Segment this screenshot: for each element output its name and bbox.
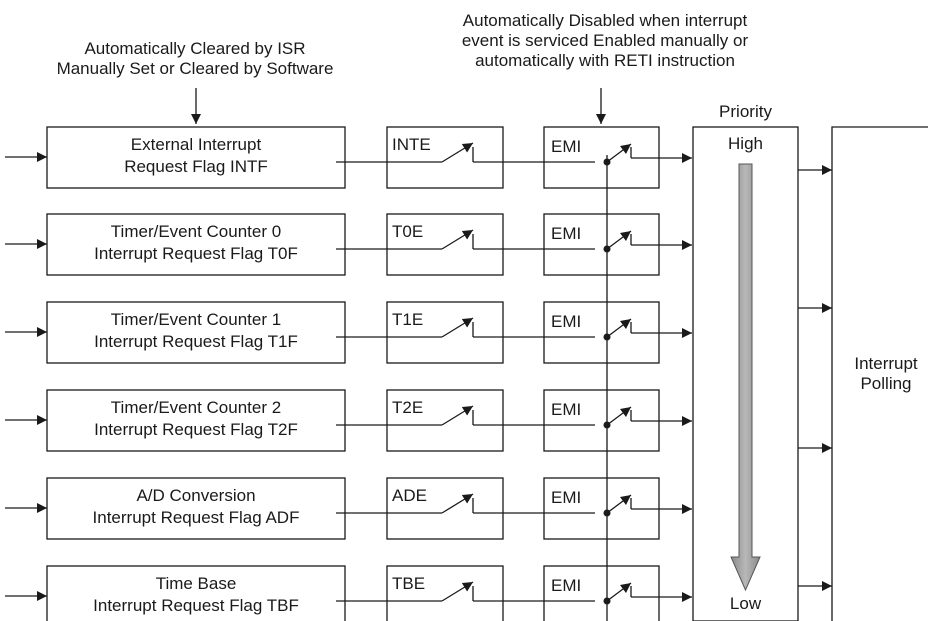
- enable-bit-label: T0E: [392, 222, 424, 241]
- flag-note-line: Manually Set or Cleared by Software: [56, 59, 334, 78]
- emi-bit-label: EMI: [551, 488, 582, 507]
- flag-box: [46, 126, 346, 189]
- enable-switch: [441, 581, 474, 602]
- interrupt-flag-label-line: Interrupt Request Flag TBF: [93, 596, 299, 615]
- flag-box: [46, 301, 346, 364]
- interrupt-flag-label-line: External Interrupt: [130, 135, 262, 154]
- interrupt-flag-label-line: Request Flag INTF: [124, 157, 268, 176]
- flag-note-line: Automatically Cleared by ISR: [84, 39, 306, 58]
- emi-bit-label: EMI: [551, 137, 582, 156]
- priority-title: Priority: [719, 102, 772, 121]
- interrupt-flag-label-line: Interrupt Request Flag ADF: [92, 508, 300, 527]
- emi-note-line: automatically with RETI instruction: [475, 51, 735, 70]
- enable-box: [386, 565, 504, 621]
- enable-bit-label: TBE: [392, 574, 426, 593]
- interrupt-flag-label: Timer/Event Counter 1 Interrupt Request F…: [47, 309, 345, 353]
- enable-box: [386, 477, 504, 540]
- polling-label-line: Interrupt: [854, 354, 918, 373]
- emi-bit-label: EMI: [551, 576, 582, 595]
- emi-switch: [606, 406, 632, 426]
- interrupt-flag-label-line: Timer/Event Counter 1: [110, 310, 282, 329]
- emi-note-line: Automatically Disabled when interrupt: [462, 11, 748, 30]
- emi-note-line: event is serviced Enabled manually or: [461, 31, 749, 50]
- emi-bit-label: EMI: [551, 224, 582, 243]
- flag-box: [46, 213, 346, 276]
- interrupt-flag-label-line: Interrupt Request Flag T1F: [94, 332, 298, 351]
- interrupt-flag-label-line: Timer/Event Counter 0: [110, 222, 282, 241]
- enable-bit-label: T2E: [392, 398, 424, 417]
- enable-box: [386, 301, 504, 364]
- enable-switch: [441, 229, 474, 250]
- polling-box: [831, 126, 928, 621]
- polling-label: Interrupt Polling: [840, 354, 928, 394]
- priority-low-label: Low: [729, 594, 762, 613]
- priority-arrow: [730, 163, 761, 592]
- polling-label-line: Polling: [860, 374, 912, 393]
- enable-bit-label: ADE: [392, 486, 427, 505]
- flag-note: Automatically Cleared by ISR Manually Se…: [10, 39, 380, 79]
- enable-bit-label: INTE: [392, 135, 431, 154]
- interrupt-flag-label-line: Time Base: [155, 574, 237, 593]
- flag-box: [46, 477, 346, 540]
- emi-switch: [606, 318, 632, 338]
- priority-high-label: High: [728, 134, 763, 153]
- enable-switch: [441, 317, 474, 338]
- interrupt-flag-label-line: Interrupt Request Flag T0F: [94, 244, 298, 263]
- emi-switch: [606, 582, 632, 602]
- interrupt-flag-label-line: Interrupt Request Flag T2F: [94, 420, 298, 439]
- interrupt-flag-label: Timer/Event Counter 2 Interrupt Request F…: [47, 397, 345, 441]
- enable-switch: [441, 142, 474, 163]
- flag-box: [46, 565, 346, 621]
- emi-switch: [606, 230, 632, 250]
- emi-switch: [606, 143, 632, 163]
- emi-bit-label: EMI: [551, 312, 582, 331]
- interrupt-flag-label: Timer/Event Counter 0 Interrupt Request F…: [47, 221, 345, 265]
- emi-note: Automatically Disabled when interrupt ev…: [405, 11, 805, 71]
- enable-box: [386, 389, 504, 452]
- enable-switch: [441, 405, 474, 426]
- enable-bit-label: T1E: [392, 310, 424, 329]
- enable-box: [386, 213, 504, 276]
- emi-bit-label: EMI: [551, 400, 582, 419]
- interrupt-flag-label-line: A/D Conversion: [136, 486, 256, 505]
- priority-box: [692, 126, 799, 621]
- interrupt-flag-label-line: Timer/Event Counter 2: [110, 398, 282, 417]
- enable-box: [386, 126, 504, 189]
- enable-switch: [441, 493, 474, 514]
- emi-switch: [606, 494, 632, 514]
- flag-box: [46, 389, 346, 452]
